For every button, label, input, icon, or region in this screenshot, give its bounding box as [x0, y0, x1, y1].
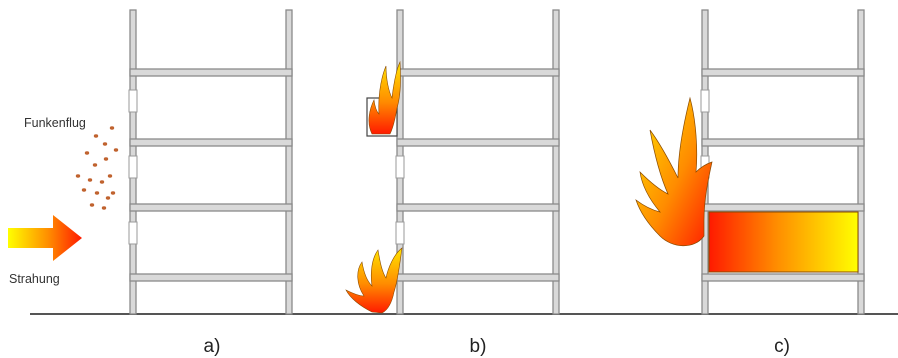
- radiation-arrow: [8, 215, 82, 261]
- spark: [103, 157, 109, 161]
- spark: [87, 178, 93, 182]
- flame-upper-icon: [368, 60, 401, 135]
- floor-slab: [701, 68, 865, 77]
- building-c: [700, 9, 865, 315]
- floor-slab: [129, 203, 293, 212]
- spark-cloud: [75, 126, 119, 210]
- floor-slab: [701, 203, 865, 212]
- building-wall-right: [857, 9, 865, 315]
- spark: [110, 191, 116, 195]
- window-opening: [128, 89, 138, 113]
- panel-caption-b: b): [470, 336, 487, 357]
- spark: [89, 203, 95, 207]
- spark: [102, 142, 108, 146]
- floor-slab: [129, 68, 293, 77]
- spark-flight-label: Funkenflug: [24, 116, 86, 130]
- spark: [101, 206, 107, 210]
- floor-slab: [396, 68, 560, 77]
- floor-slab: [701, 273, 865, 282]
- building-wall-right: [285, 9, 293, 315]
- floor-slab: [129, 273, 293, 282]
- building-wall-right: [552, 9, 560, 315]
- spark: [93, 134, 99, 138]
- flame-exterior-icon: [635, 96, 713, 247]
- window-opening: [395, 221, 405, 245]
- panel-caption-a: a): [204, 336, 221, 357]
- spark: [92, 163, 98, 167]
- room-fire: [708, 211, 859, 273]
- floor-slab: [129, 138, 293, 147]
- spark: [105, 196, 111, 200]
- window-opening: [128, 221, 138, 245]
- window-opening: [128, 155, 138, 179]
- spark: [81, 188, 87, 192]
- floor-slab: [396, 203, 560, 212]
- flame-ground-icon: [345, 247, 403, 314]
- radiation-label: Strahung: [9, 272, 60, 286]
- window-opening: [700, 89, 710, 113]
- spark: [94, 191, 100, 195]
- window-opening: [395, 155, 405, 179]
- spark: [99, 180, 105, 184]
- panel-caption-c: c): [774, 336, 790, 357]
- spark: [84, 151, 90, 155]
- spark: [109, 126, 115, 130]
- floor-slab: [701, 138, 865, 147]
- spark: [75, 174, 81, 178]
- floor-slab: [396, 273, 560, 282]
- spark: [113, 148, 119, 152]
- spark: [107, 174, 113, 178]
- building-b: [395, 9, 560, 315]
- building-a: [128, 9, 293, 315]
- floor-slab: [396, 138, 560, 147]
